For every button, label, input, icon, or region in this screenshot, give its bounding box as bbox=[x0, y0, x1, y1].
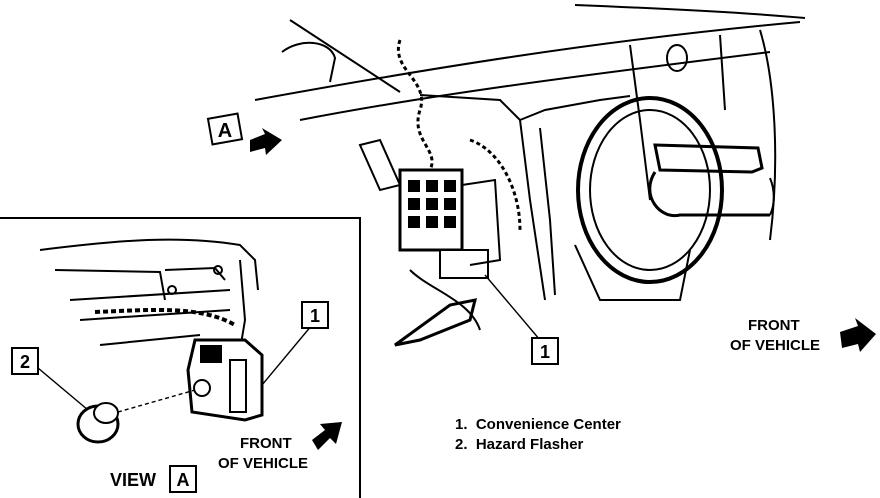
view-label-box-text: A bbox=[177, 470, 190, 490]
front-inset-line1: FRONT bbox=[240, 435, 292, 452]
column-lower bbox=[574, 244, 691, 301]
wire-harness-upper bbox=[396, 39, 434, 171]
dash-upper-edge bbox=[254, 21, 801, 101]
module-side bbox=[461, 178, 502, 266]
inset-screw-2 bbox=[213, 265, 223, 275]
inset-screw-1 bbox=[167, 285, 177, 295]
inset-socket-1 bbox=[200, 345, 222, 363]
inset-dash-right bbox=[239, 259, 247, 351]
inset-dash-top bbox=[39, 238, 259, 291]
inset-beam-2 bbox=[79, 309, 231, 321]
callout-inset-2-box bbox=[11, 347, 39, 375]
main-illustration bbox=[254, 4, 806, 347]
bracket-top bbox=[419, 94, 521, 121]
module-fuse-grid bbox=[408, 180, 456, 228]
front-inset-arrow-icon bbox=[312, 422, 342, 450]
inset-border bbox=[0, 217, 361, 498]
inset-dash-ledge bbox=[54, 269, 166, 301]
view-a-marker: A bbox=[206, 112, 282, 155]
leader-line-inset-2 bbox=[37, 367, 89, 411]
front-inset-line2: OF VEHICLE bbox=[218, 455, 308, 472]
panel-hole bbox=[666, 44, 688, 72]
turn-signal-lever bbox=[653, 143, 764, 174]
inset-beam-1 bbox=[69, 289, 231, 301]
lever-end bbox=[769, 177, 775, 216]
steering-column-inner bbox=[589, 109, 711, 271]
view-a-arrow-icon bbox=[250, 128, 282, 155]
front-main-line1: FRONT bbox=[748, 317, 800, 334]
view-label-text: VIEW bbox=[110, 470, 156, 490]
tube-line bbox=[289, 19, 401, 93]
front-main-line2: OF VEHICLE bbox=[730, 337, 820, 354]
release-lever bbox=[394, 298, 478, 347]
callout-inset-2-text: 2 bbox=[20, 352, 30, 372]
view-label-box bbox=[169, 465, 197, 493]
callout-inset-1-text: 1 bbox=[310, 306, 320, 326]
wire-lower bbox=[409, 269, 481, 331]
legend-item-1: 1. Convenience Center bbox=[455, 416, 621, 433]
inset-install-path bbox=[117, 389, 196, 413]
dash-top-edge bbox=[574, 4, 806, 19]
panel-edge-1 bbox=[629, 44, 651, 201]
callout-main-1-box bbox=[531, 337, 559, 365]
panel-edge-3 bbox=[759, 29, 777, 241]
steering-column-round bbox=[576, 96, 724, 284]
inset-flasher-socket bbox=[193, 379, 211, 397]
view-a-marker-text: A bbox=[218, 120, 232, 142]
housing-left-2 bbox=[539, 127, 556, 296]
view-a-marker-box bbox=[206, 112, 244, 146]
housing-left bbox=[519, 119, 546, 301]
housing-top bbox=[519, 95, 631, 121]
callout-main-1-text: 1 bbox=[540, 342, 550, 362]
dash-lower-edge bbox=[299, 51, 771, 121]
inset-view-a: 1 2 FRONT OF VEHICLE VIEW A bbox=[0, 217, 361, 498]
legend-item-2: 2. Hazard Flasher bbox=[455, 436, 584, 453]
bracket bbox=[358, 138, 402, 192]
front-of-vehicle-main: FRONT OF VEHICLE bbox=[730, 317, 876, 354]
leader-line-main-1 bbox=[484, 274, 541, 341]
column-tube bbox=[281, 41, 337, 83]
leader-line-inset-1 bbox=[261, 324, 313, 386]
panel-edge-2 bbox=[719, 34, 726, 111]
lever-base bbox=[648, 171, 770, 218]
inset-beam-3 bbox=[99, 334, 201, 346]
hazard-flasher bbox=[76, 402, 120, 444]
legend: 1. Convenience Center 2. Hazard Flasher bbox=[455, 416, 621, 453]
callout-inset-1-box bbox=[301, 301, 329, 329]
inset-harness bbox=[94, 307, 236, 327]
front-main-arrow-icon bbox=[840, 318, 876, 352]
inset-socket-2 bbox=[229, 359, 247, 413]
wire-harness-right bbox=[469, 138, 522, 231]
callout-main-1: 1 bbox=[531, 337, 559, 365]
